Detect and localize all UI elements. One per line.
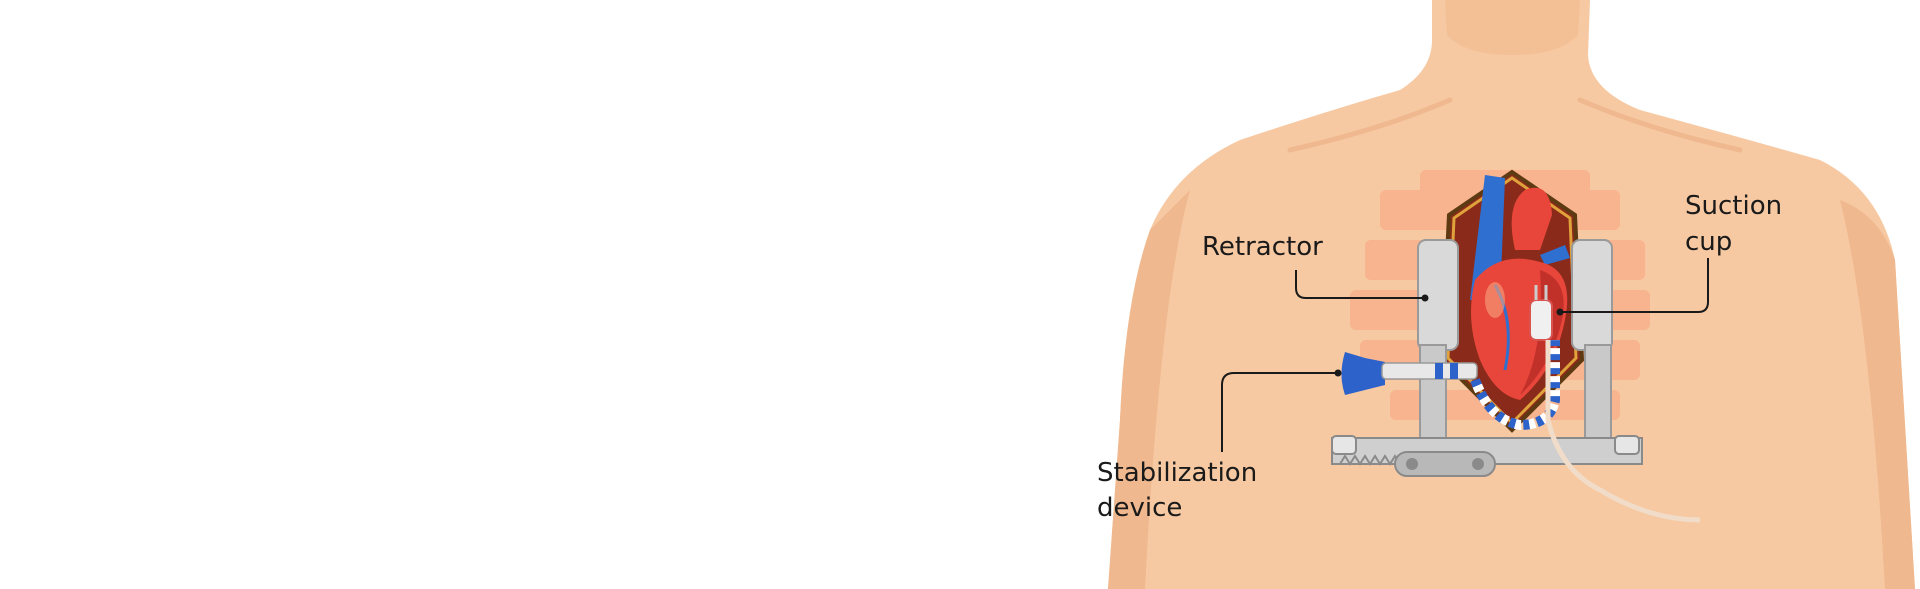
- retractor-label: Retractor: [1202, 232, 1323, 262]
- stabilization-device: [1341, 340, 1560, 431]
- suction-tube: [1545, 340, 1701, 523]
- aorta: [1511, 187, 1552, 250]
- stabilization-device-label-line2: device: [1097, 493, 1182, 523]
- retractor-handle-right: [1614, 435, 1640, 455]
- suction-cup-device: [1529, 285, 1701, 523]
- suction-cup-label-line2: cup: [1685, 227, 1732, 257]
- callout-labels: Retractor Suction cup Stabilization devi…: [1097, 191, 1782, 523]
- collarbone-left: [1287, 97, 1453, 153]
- collarbone-right: [1577, 97, 1743, 153]
- stabilizer-shaft: [1381, 362, 1478, 380]
- retractor-blade-right: [1571, 239, 1613, 351]
- leader-lines: [1221, 258, 1709, 452]
- stabilization-leader: [1221, 372, 1338, 452]
- arm-shade-right: [1840, 200, 1915, 589]
- stabilizer-knob: [1341, 352, 1385, 395]
- neck-shade: [1445, 0, 1580, 55]
- retractor-leader: [1295, 270, 1425, 299]
- heart-highlight: [1485, 282, 1505, 318]
- retractor-rack-teeth: [1339, 454, 1401, 466]
- pulmonary-artery: [1540, 245, 1570, 265]
- retractor-handle-left: [1331, 435, 1357, 455]
- retractor-slider: [1394, 451, 1496, 477]
- suction-cup-label-line1: Suction: [1685, 191, 1782, 221]
- arm-shade-left: [1108, 190, 1190, 589]
- stabilization-device-label-line1: Stabilization: [1097, 458, 1257, 488]
- suction-cup-leader: [1560, 258, 1709, 313]
